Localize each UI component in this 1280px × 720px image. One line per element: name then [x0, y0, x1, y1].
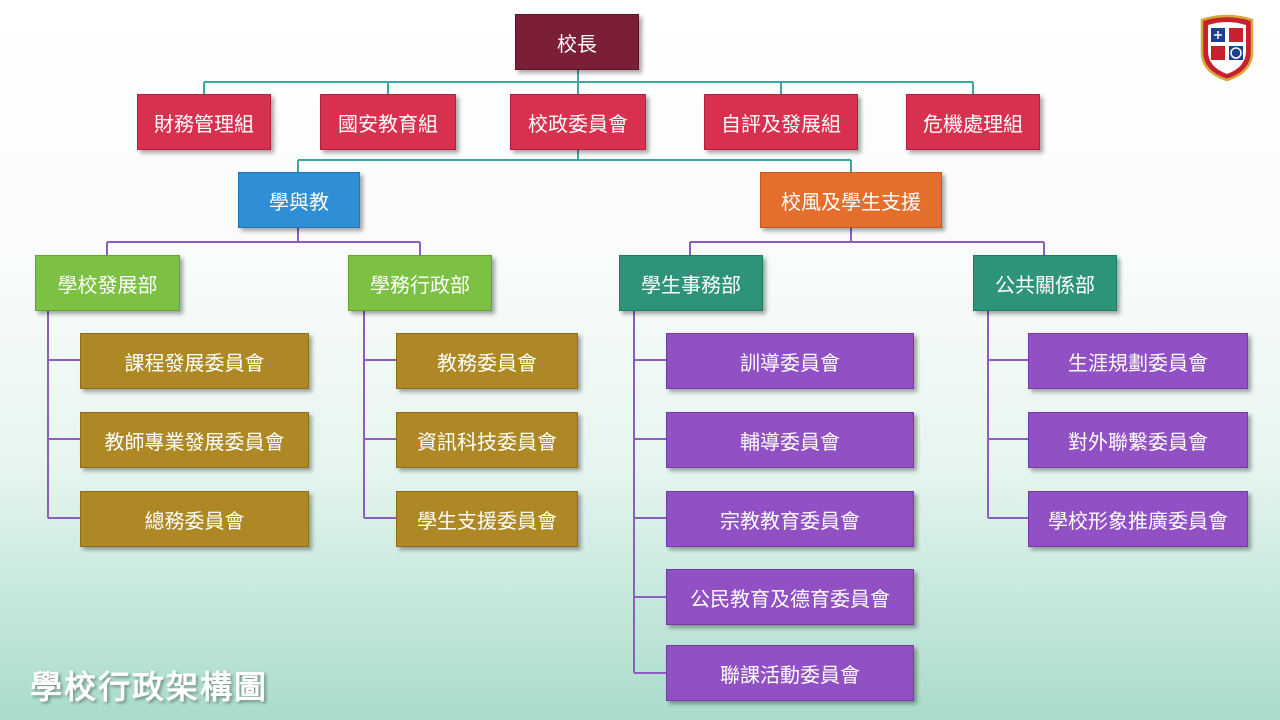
student-support-committee-node[interactable]: 學生支援委員會	[396, 491, 578, 547]
external-liaison-committee-node[interactable]: 對外聯繫委員會	[1028, 412, 1248, 468]
school-ethos-support-branch-node[interactable]: 校風及學生支援	[760, 172, 942, 228]
extracurricular-activities-committee-node[interactable]: 聯課活動委員會	[666, 645, 914, 701]
general-affairs-committee-node[interactable]: 總務委員會	[80, 491, 309, 547]
civic-moral-education-committee-node[interactable]: 公民教育及德育委員會	[666, 569, 914, 625]
school-governance-committee-node[interactable]: 校政委員會	[510, 94, 646, 150]
curriculum-development-committee-node[interactable]: 課程發展委員會	[80, 333, 309, 389]
crisis-management-node[interactable]: 危機處理組	[906, 94, 1040, 150]
academic-affairs-committee-node[interactable]: 教務委員會	[396, 333, 578, 389]
school-development-dept-node[interactable]: 學校發展部	[35, 255, 180, 311]
school-image-promotion-committee-node[interactable]: 學校形象推廣委員會	[1028, 491, 1248, 547]
student-affairs-dept-node[interactable]: 學生事務部	[619, 255, 763, 311]
self-evaluation-development-node[interactable]: 自評及發展組	[704, 94, 858, 150]
teacher-professional-development-committee-node[interactable]: 教師專業發展委員會	[80, 412, 309, 468]
page-title: 學校行政架構圖	[30, 668, 269, 706]
school-crest-icon	[1200, 14, 1254, 82]
national-security-education-node[interactable]: 國安教育組	[320, 94, 456, 150]
discipline-committee-node[interactable]: 訓導委員會	[666, 333, 914, 389]
religious-education-committee-node[interactable]: 宗教教育委員會	[666, 491, 914, 547]
learning-teaching-branch-node[interactable]: 學與教	[238, 172, 360, 228]
purple-connectors	[47, 228, 1045, 674]
it-committee-node[interactable]: 資訊科技委員會	[396, 412, 578, 468]
public-relations-dept-node[interactable]: 公共關係部	[973, 255, 1117, 311]
teal-connectors	[203, 70, 974, 172]
counselling-committee-node[interactable]: 輔導委員會	[666, 412, 914, 468]
finance-management-node[interactable]: 財務管理組	[137, 94, 271, 150]
career-planning-committee-node[interactable]: 生涯規劃委員會	[1028, 333, 1248, 389]
academic-admin-dept-node[interactable]: 學務行政部	[348, 255, 492, 311]
principal-node[interactable]: 校長	[515, 14, 639, 70]
